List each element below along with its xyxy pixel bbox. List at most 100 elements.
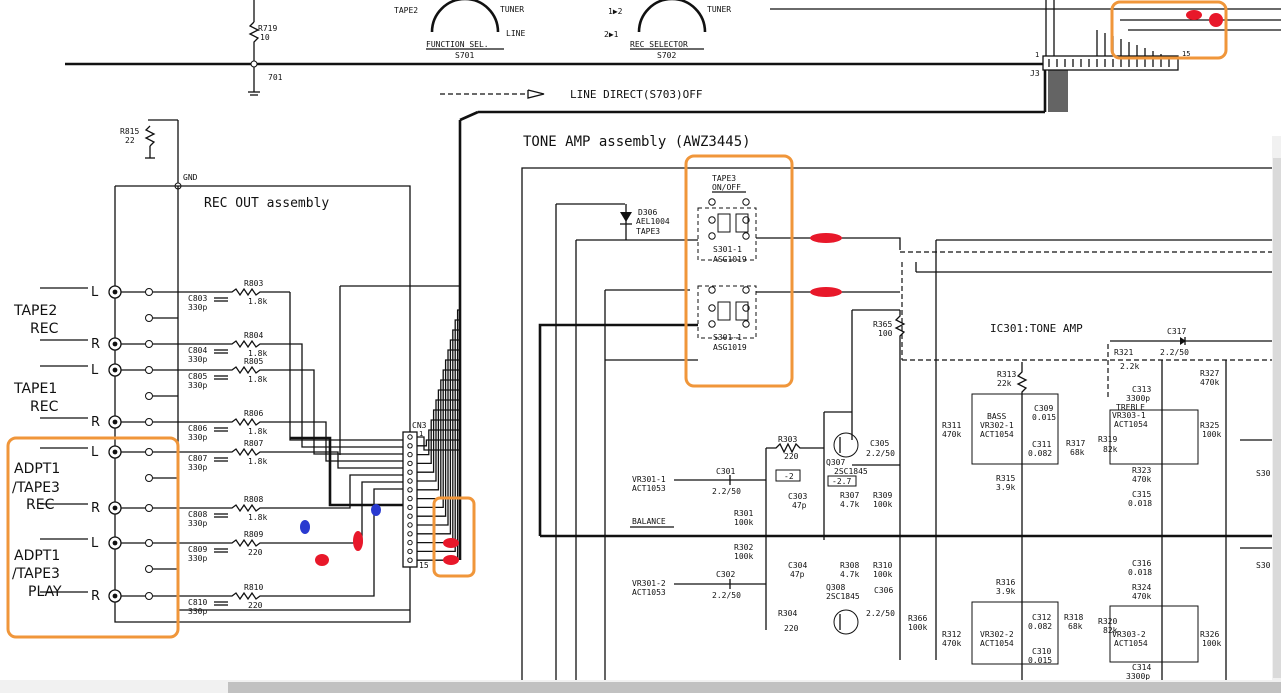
rca-jack-center xyxy=(112,540,118,546)
c317-value: 2.2/50 xyxy=(1160,348,1189,357)
onoff-label: ON/OFF xyxy=(712,183,741,192)
probe-marker xyxy=(810,233,842,243)
cn3-pin xyxy=(407,469,413,475)
horizontal-scrollbar-thumb[interactable] xyxy=(228,682,1281,693)
ic301-label: IC301:TONE AMP xyxy=(990,322,1083,335)
ground-node xyxy=(145,392,153,400)
balance-label: BALANCE xyxy=(632,517,666,526)
rca-jack-center xyxy=(112,593,118,599)
r366-value: 100k xyxy=(908,623,927,632)
c315-value: 0.018 xyxy=(1128,499,1152,508)
probe-marker xyxy=(810,287,842,297)
c316-value: 0.018 xyxy=(1128,568,1152,577)
r324-value: 470k xyxy=(1132,592,1151,601)
c303-label: C303 xyxy=(788,492,807,501)
jack-channel-label: R xyxy=(91,589,100,604)
cn3-pin xyxy=(407,495,413,502)
cn3-pin xyxy=(407,513,413,519)
r365-label: R365 xyxy=(873,320,892,329)
tape3-switch-highlight xyxy=(684,154,794,388)
c310-value: 0.015 xyxy=(1028,656,1052,665)
jack-node xyxy=(145,504,153,512)
rca-jack-center xyxy=(112,289,118,295)
cap-label: C805 xyxy=(188,372,207,381)
tape3-play-label: /TAPE3 xyxy=(12,566,60,582)
top-section: R719 10 701 TAPE2 TUNER LINE FUNCTION SE… xyxy=(65,0,1281,112)
tape3-rec-label: /TAPE3 xyxy=(12,480,60,496)
r316-label: R316 xyxy=(996,578,1015,587)
r325-value: 100k xyxy=(1202,430,1221,439)
cn3-pin xyxy=(407,539,413,546)
ground-node xyxy=(145,314,153,322)
res-zigzag xyxy=(178,447,290,457)
res-label: R803 xyxy=(244,279,263,288)
r313-value: 22k xyxy=(997,379,1012,388)
q307-label: Q307 xyxy=(826,458,845,467)
c315-label: C315 xyxy=(1132,490,1151,499)
vr303b-part: ACT1054 xyxy=(1114,639,1148,648)
jack-channel-label: L xyxy=(91,445,99,460)
switch-blade xyxy=(717,213,731,233)
cap-value: 330p xyxy=(188,433,207,442)
jack-channel-label: L xyxy=(91,363,99,378)
rec-out-title: REC OUT assembly xyxy=(204,196,329,211)
res-zigzag xyxy=(178,538,290,548)
gnd-label: GND xyxy=(183,173,198,182)
cn3-bus-wires xyxy=(339,285,460,561)
r301-value: 100k xyxy=(734,518,753,527)
res-value: 220 xyxy=(248,548,263,557)
res-value: 1.8k xyxy=(248,349,267,358)
rca-jack-center xyxy=(112,419,118,425)
res-label: R804 xyxy=(244,331,263,340)
switch-contact xyxy=(742,232,750,240)
annotation-highlights xyxy=(6,0,1228,639)
j3-pin15-label: 15 xyxy=(1182,50,1190,58)
r309-label: R309 xyxy=(873,491,892,500)
vertical-scrollbar-thumb[interactable] xyxy=(1273,158,1281,678)
probe-marker xyxy=(1186,10,1202,20)
r317-value: 68k xyxy=(1070,448,1085,457)
r719-label: R719 xyxy=(258,24,277,33)
r326-label: R326 xyxy=(1200,630,1219,639)
res-zigzag xyxy=(178,339,290,349)
s702-label: S702 xyxy=(657,51,676,60)
r307-value: 4.7k xyxy=(840,500,859,509)
probe-markers xyxy=(300,10,1223,566)
r303-label: R303 xyxy=(778,435,797,444)
tape3-onoff-label: TAPE3 xyxy=(712,174,736,183)
r327-label: R327 xyxy=(1200,369,1219,378)
rec-selector-label: REC SELECTOR xyxy=(630,40,688,49)
r318-value: 68k xyxy=(1068,622,1083,631)
jack-node xyxy=(145,448,153,456)
vr302-label: VR302-1 xyxy=(980,421,1014,430)
vr302-part: ACT1054 xyxy=(980,430,1014,439)
cn3-pin xyxy=(407,451,413,458)
cn3-label: CN3 xyxy=(412,421,427,430)
signal-route xyxy=(290,451,403,469)
cap-value: 330p xyxy=(188,355,207,364)
r316-value: 3.9k xyxy=(996,587,1015,596)
cap-label: C803 xyxy=(188,294,207,303)
switch-contact xyxy=(742,320,750,328)
rca-jack-center xyxy=(112,505,118,511)
r311-label: R311 xyxy=(942,421,961,430)
cn3-pin xyxy=(407,460,413,467)
r323-label: R323 xyxy=(1132,466,1151,475)
cn3-pin1-label: 1 xyxy=(419,430,423,438)
ground-node xyxy=(145,474,153,482)
r319-value: 82k xyxy=(1103,445,1118,454)
r310-label: R310 xyxy=(873,561,892,570)
r308-label: R308 xyxy=(840,561,859,570)
res-zigzag xyxy=(178,417,290,427)
q307-part: 2SC1845 xyxy=(834,467,868,476)
r327-value: 470k xyxy=(1200,378,1219,387)
switch-contact xyxy=(708,216,716,224)
c311-value: 0.082 xyxy=(1028,449,1052,458)
res-label: R807 xyxy=(244,439,263,448)
c306-value: 2.2/50 xyxy=(866,609,895,618)
r719-value: 10 xyxy=(260,33,270,42)
cn3-connector-pins xyxy=(407,434,413,563)
r366-label: R366 xyxy=(908,614,927,623)
